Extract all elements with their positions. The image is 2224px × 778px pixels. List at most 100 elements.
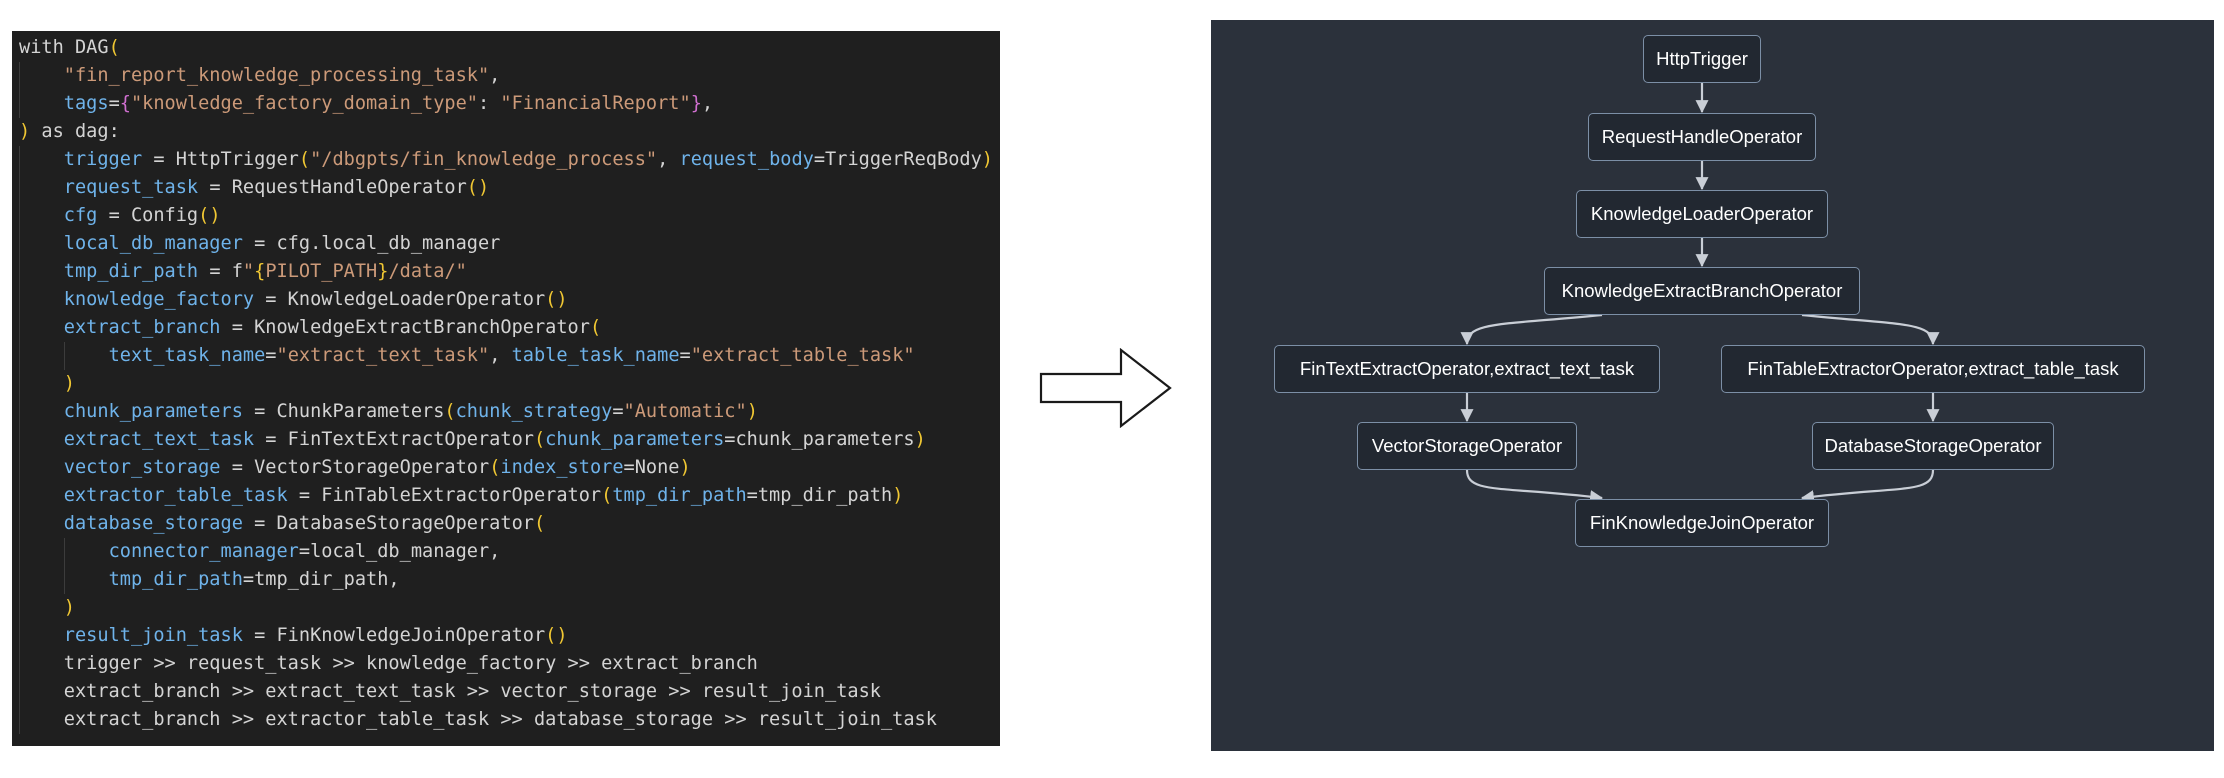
code-line: ): [19, 594, 1000, 622]
code-token: (): [545, 625, 568, 646]
code-line: chunk_parameters = ChunkParameters(chunk…: [19, 398, 1000, 426]
code-line: request_task = RequestHandleOperator(): [19, 174, 1000, 202]
code-token: = HttpTrigger: [142, 149, 299, 170]
code-token: extract_text_task: [63, 429, 255, 450]
code-token: }: [377, 261, 389, 282]
code-token: "fin_report_knowledge_processing_task": [63, 65, 490, 86]
code-token: local_db_manager: [63, 233, 243, 254]
code-token: extract_branch: [63, 317, 221, 338]
edge-vector-storage-to-join: [1465, 469, 1604, 504]
code-token: result_join_task: [63, 625, 243, 646]
indent-guide: [19, 174, 20, 202]
code-token: =tmp_dir_path,: [242, 569, 400, 590]
code-token: = FinKnowledgeJoinOperator: [242, 625, 546, 646]
code-line: result_join_task = FinKnowledgeJoinOpera…: [19, 622, 1000, 650]
edge-extract-branch-to-text-extract: [1460, 313, 1603, 346]
code-token: extract_branch >> extract_text_task >> v…: [63, 681, 881, 702]
code-token: = FinTextExtractOperator: [254, 429, 534, 450]
code-line: trigger = HttpTrigger("/dbgpts/fin_knowl…: [19, 146, 1000, 174]
code-line: tmp_dir_path=tmp_dir_path,: [19, 566, 1000, 594]
code-token: "extract_table_task": [690, 345, 915, 366]
indent-guide: [63, 342, 65, 370]
code-token: chunk_strategy: [455, 401, 613, 422]
indent-guide: [63, 566, 65, 594]
code-line: tags={"knowledge_factory_domain_type": "…: [19, 90, 1000, 118]
code-token: "FinancialReport": [500, 93, 691, 114]
code-token: (): [545, 289, 568, 310]
code-token: extract_branch >> extractor_table_task >…: [63, 709, 937, 730]
indent-guide: [63, 538, 65, 566]
code-line: ) as dag:: [19, 118, 1000, 146]
code-token: extractor_table_task: [63, 485, 288, 506]
indent-guide: [19, 510, 20, 538]
code-token: =None: [623, 457, 680, 478]
code-token: ): [19, 121, 31, 142]
code-token: = DatabaseStorageOperator: [242, 513, 534, 534]
code-line: text_task_name="extract_text_task", tabl…: [19, 342, 1000, 370]
code-line: database_storage = DatabaseStorageOperat…: [19, 510, 1000, 538]
code-token: "/dbgpts/fin_knowledge_process": [310, 149, 658, 170]
indent-guide: [19, 146, 20, 174]
code-token: = KnowledgeExtractBranchOperator: [220, 317, 590, 338]
indent-guide: [19, 454, 20, 482]
indent-guide: [19, 678, 20, 706]
indent-guide: [19, 566, 20, 594]
indent-guide: [19, 594, 20, 622]
indent-guide: [19, 314, 20, 342]
indent-guide: [19, 398, 20, 426]
code-token: chunk_parameters: [545, 429, 725, 450]
code-token: =: [679, 345, 691, 366]
code-token: =local_db_manager,: [298, 541, 501, 562]
code-token: trigger >> request_task >> knowledge_fac…: [63, 653, 758, 674]
indent-guide: [19, 622, 20, 650]
code-token: table_task_name: [511, 345, 680, 366]
code-token: =: [612, 401, 624, 422]
code-token: (: [298, 149, 311, 170]
right-arrow-icon: [1039, 348, 1172, 428]
code-line: extract_text_task = FinTextExtractOperat…: [19, 426, 1000, 454]
indent-guide: [19, 370, 20, 398]
code-token: (): [198, 205, 221, 226]
code-token: ): [981, 149, 993, 170]
indent-guide: [19, 650, 20, 678]
code-token: vector_storage: [63, 457, 221, 478]
code-token: ): [63, 597, 75, 618]
code-line: extractor_table_task = FinTableExtractor…: [19, 482, 1000, 510]
code-token: ): [746, 401, 758, 422]
code-token: {: [119, 93, 131, 114]
code-line: knowledge_factory = KnowledgeLoaderOpera…: [19, 286, 1000, 314]
code-line: with DAG(: [19, 34, 1000, 62]
code-token: tags: [63, 93, 109, 114]
code-token: request_body: [679, 149, 814, 170]
code-token: ): [914, 429, 926, 450]
code-token: cfg: [63, 205, 98, 226]
dag-edges: [1460, 83, 1940, 504]
code-token: request_task: [63, 177, 199, 198]
code-token: (: [533, 429, 546, 450]
code-editor: with DAG( "fin_report_knowledge_processi…: [12, 31, 1000, 746]
code-token: =chunk_parameters: [724, 429, 915, 450]
code-token: = KnowledgeLoaderOperator: [254, 289, 546, 310]
code-token: connector_manager: [108, 541, 299, 562]
code-token: :: [478, 93, 501, 114]
code-token: = VectorStorageOperator: [220, 457, 490, 478]
code-token: = Config: [97, 205, 199, 226]
code-token: (: [601, 485, 613, 506]
code-token: ,: [657, 149, 680, 170]
code-line: connector_manager=local_db_manager,: [19, 538, 1000, 566]
code-line: local_db_manager = cfg.local_db_manager: [19, 230, 1000, 258]
code-token: ,: [489, 65, 501, 86]
code-token: database_storage: [63, 513, 243, 534]
indent-guide: [19, 230, 20, 258]
code-token: with DAG: [19, 37, 109, 58]
code-token: ,: [701, 93, 714, 114]
code-token: tmp_dir_path: [612, 485, 747, 506]
code-line: trigger >> request_task >> knowledge_fac…: [19, 650, 1000, 678]
code-token: index_store: [500, 457, 624, 478]
indent-guide: [19, 482, 20, 510]
code-token: }: [690, 93, 702, 114]
code-token: (: [589, 317, 602, 338]
code-token: =TriggerReqBody: [813, 149, 982, 170]
